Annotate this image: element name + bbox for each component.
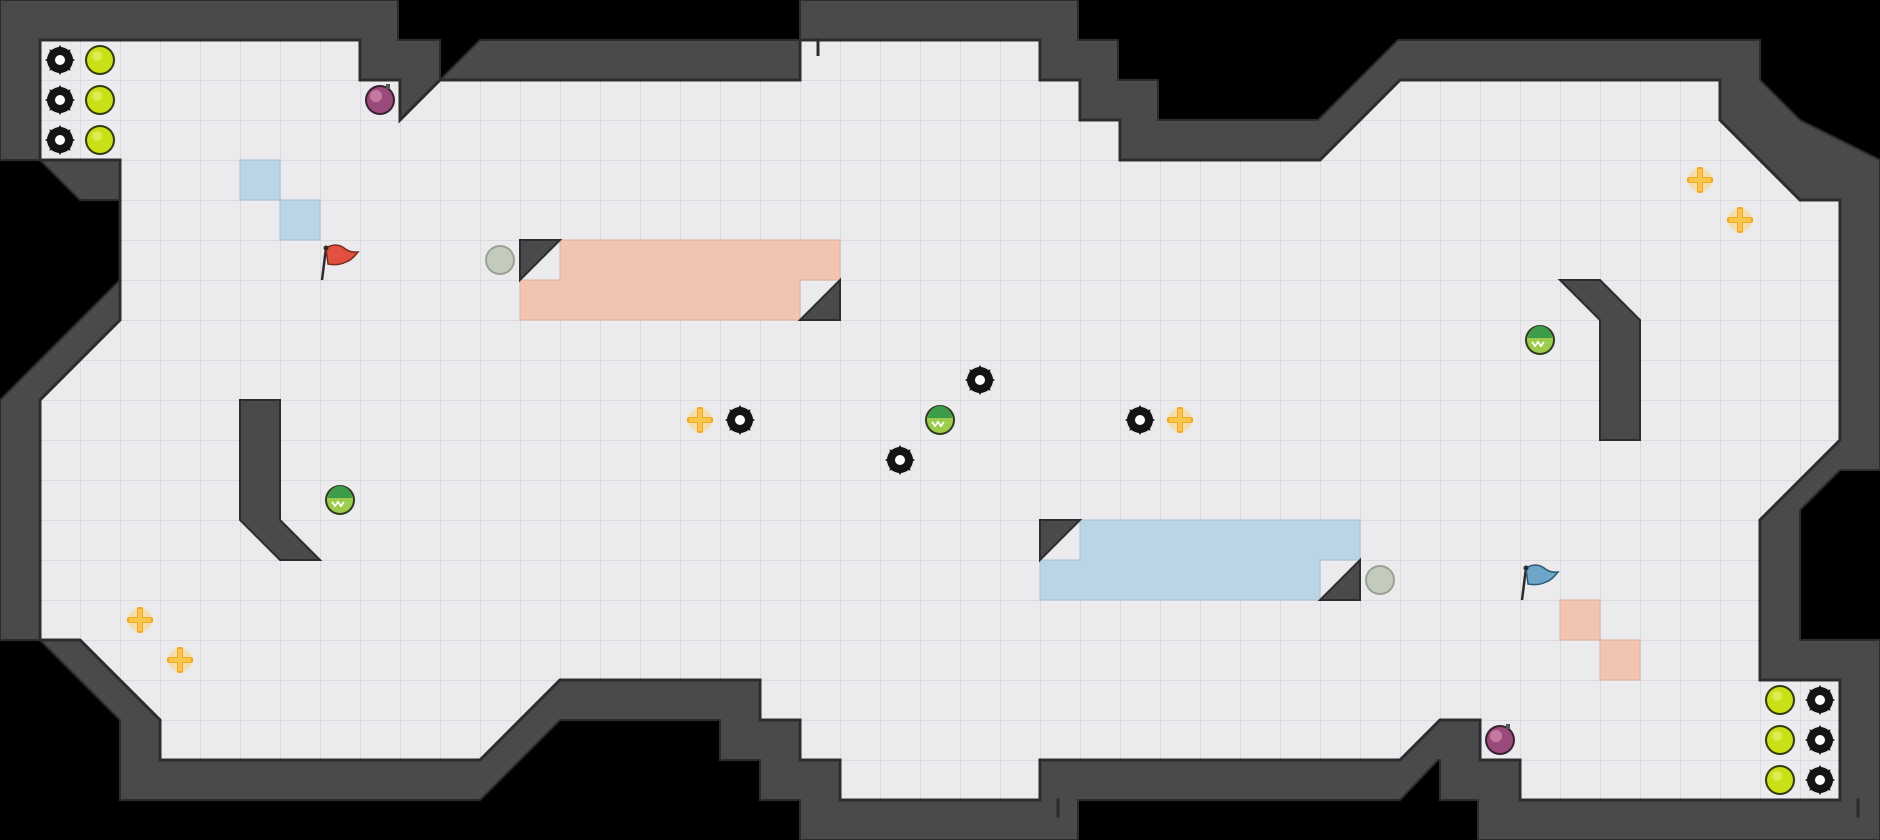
gate-toggle-icon — [924, 404, 956, 436]
interior-walls — [239, 279, 1641, 561]
blue-flag-icon — [1520, 564, 1560, 601]
powerup-icon — [1765, 685, 1795, 715]
spike-icon — [45, 125, 75, 155]
wall-notches — [816, 38, 1860, 818]
button-icon — [485, 245, 515, 275]
powerup-icon — [1765, 765, 1795, 795]
spike-icon — [45, 45, 75, 75]
spike-icon — [965, 365, 995, 395]
red-flag-icon — [320, 244, 360, 281]
spike-icon — [1805, 725, 1835, 755]
powerup-icon — [85, 85, 115, 115]
gate-toggle-icon — [324, 484, 356, 516]
button-icon — [1365, 565, 1395, 595]
spike-icon — [1805, 685, 1835, 715]
zone-corner-walls — [519, 239, 1361, 601]
powerup-icon — [1765, 725, 1795, 755]
powerup-icon — [85, 45, 115, 75]
gate-toggle-icon — [1524, 324, 1556, 356]
spike-icon — [45, 85, 75, 115]
red-team-zone — [519, 239, 1641, 681]
powerup-icon — [85, 125, 115, 155]
spike-icon — [1125, 405, 1155, 435]
spike-icon — [1805, 765, 1835, 795]
spike-icon — [885, 445, 915, 475]
spike-icon — [725, 405, 755, 435]
